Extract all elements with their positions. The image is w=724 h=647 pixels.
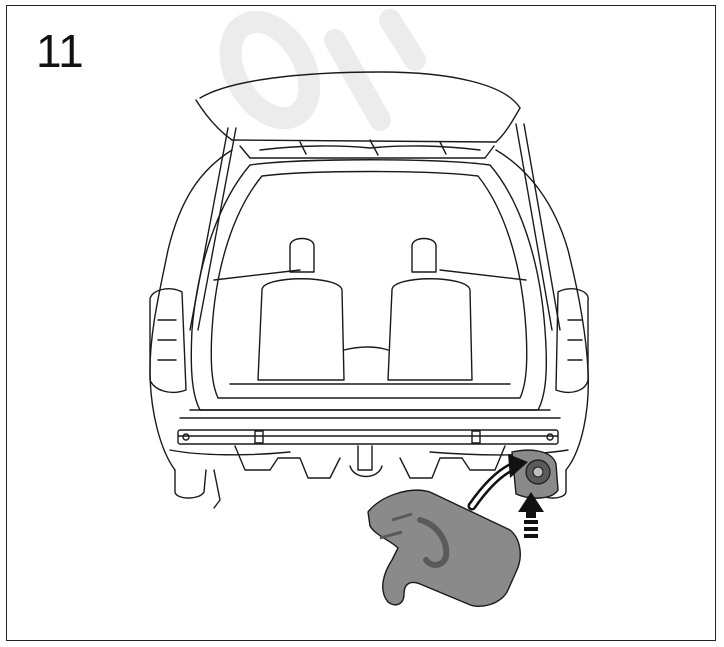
instruction-frame <box>6 5 716 641</box>
car-body <box>149 149 589 499</box>
open-tailgate <box>195 71 521 159</box>
curved-insert-arrow <box>467 454 528 511</box>
tow-bar-crossbeam <box>177 429 559 445</box>
cover-panel-part <box>367 489 521 608</box>
cargo-opening <box>190 159 548 411</box>
upward-push-arrow <box>518 492 544 538</box>
underbody-bracket <box>213 445 506 509</box>
rear-bumper <box>169 409 569 456</box>
rear-seats <box>229 237 511 385</box>
step-number: 11 <box>36 25 84 77</box>
socket-plate <box>511 449 559 499</box>
watermark <box>219 9 426 131</box>
